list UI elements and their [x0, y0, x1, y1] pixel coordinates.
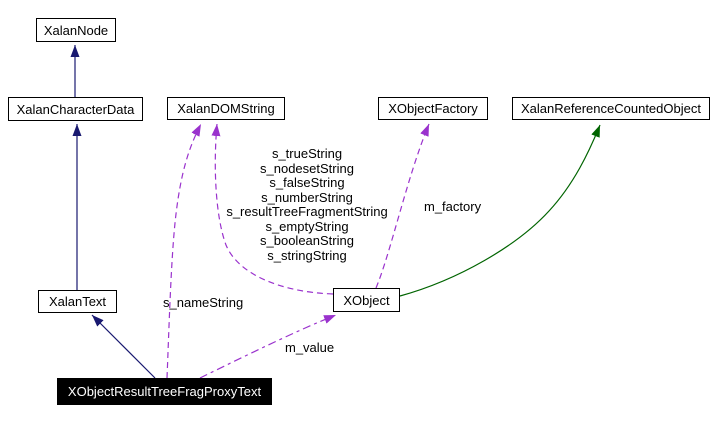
node-xalancharacterdata[interactable]: XalanCharacterData — [8, 97, 143, 121]
edge-proxy-to-text — [91, 314, 156, 379]
node-xalanreferencecountedobject[interactable]: XalanReferenceCountedObject — [512, 97, 710, 120]
node-xalantext[interactable]: XalanText — [38, 290, 117, 313]
edge-xobject-to-factory — [375, 123, 430, 289]
edge-proxy-to-xobject — [199, 314, 337, 379]
node-xobjectfactory[interactable]: XObjectFactory — [378, 97, 488, 120]
edge-label-m-factory: m_factory — [424, 199, 482, 214]
edge-label-string-members: s_trueString s_nodesetString s_falseStri… — [226, 146, 388, 263]
node-xalannode[interactable]: XalanNode — [36, 18, 116, 42]
edge-xobject-to-refcounted — [399, 124, 601, 297]
edge-xobject-to-domstring — [211, 123, 334, 295]
edge-proxy-to-domstring — [166, 123, 202, 379]
node-xalandomstring[interactable]: XalanDOMString — [167, 97, 285, 120]
edge-label-s-namestring: s_nameString — [163, 295, 244, 310]
node-xobjectresulttreefragproxytext: XObjectResultTreeFragProxyText — [57, 378, 272, 405]
node-xobject[interactable]: XObject — [333, 288, 400, 312]
edge-label-m-value: m_value — [285, 340, 335, 355]
